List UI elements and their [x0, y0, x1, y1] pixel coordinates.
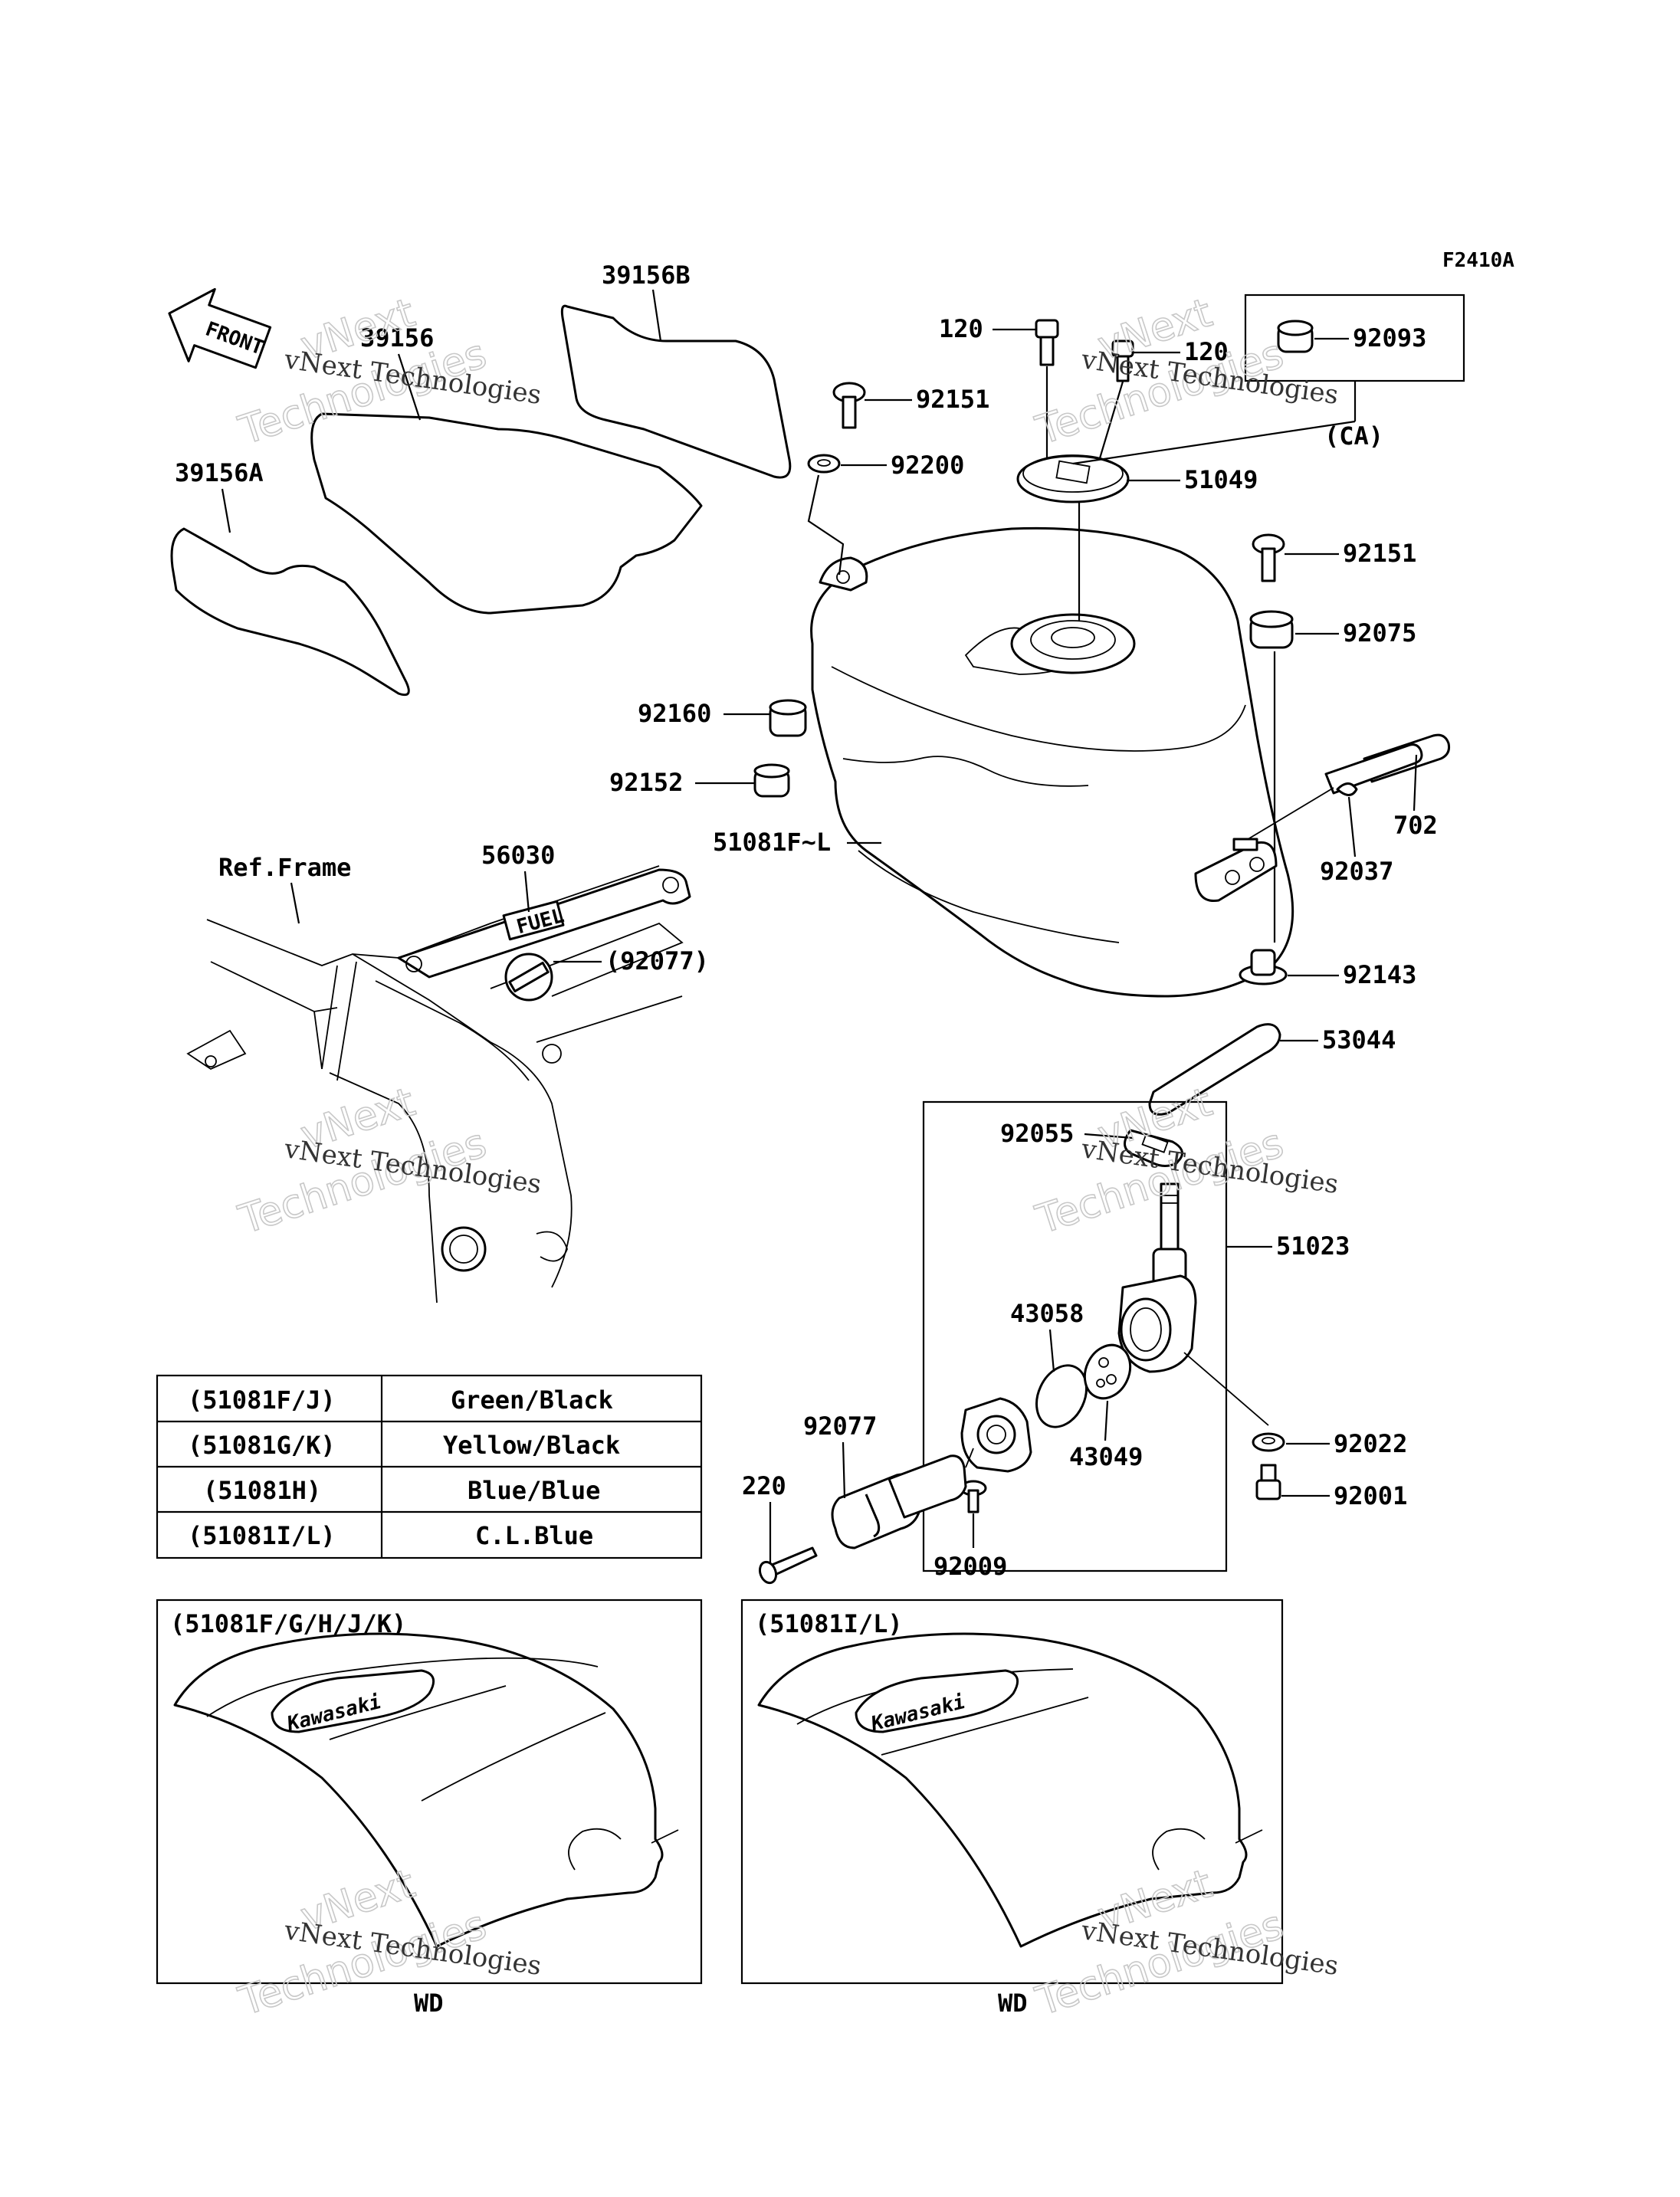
label-39156A: 39156A — [175, 458, 264, 487]
bolt-120b — [1111, 339, 1134, 382]
damper-92160 — [769, 699, 807, 737]
tank-bracket — [1194, 838, 1278, 903]
label-92037: 92037 — [1320, 857, 1393, 886]
label-53044: 53044 — [1322, 1025, 1396, 1054]
fuel-tank — [810, 526, 1294, 998]
screw-220 — [758, 1546, 818, 1585]
pad-39156A — [170, 527, 410, 697]
variant-panel-left: (51081F/G/H/J/K) Kawasaki — [156, 1599, 703, 1985]
bolt-92001 — [1255, 1464, 1281, 1500]
fuel-tap-body — [1117, 1182, 1197, 1373]
label-92009: 92009 — [934, 1552, 1007, 1581]
washer-92200 — [807, 454, 841, 474]
ref-frame-label: Ref.Frame — [218, 853, 351, 882]
table-code: (51081H) — [203, 1476, 321, 1505]
label-92152: 92152 — [609, 768, 683, 797]
label-56030: 56030 — [481, 841, 555, 870]
ca-label: (CA) — [1324, 421, 1383, 451]
label-92022: 92022 — [1334, 1429, 1407, 1458]
label-92001: 92001 — [1334, 1481, 1407, 1510]
gasket-92055 — [1124, 1129, 1183, 1167]
figure-code: F2410A — [1442, 249, 1514, 272]
bolt-120a — [1035, 319, 1059, 366]
table-code: (51081G/K) — [188, 1431, 336, 1460]
label-92077b: 92077 — [803, 1412, 877, 1441]
label-39156: 39156 — [360, 323, 434, 353]
label-51081: 51081F~L — [713, 828, 831, 857]
watermark-2: vNext Technologies vNext Technologies — [1030, 290, 1340, 455]
label-43049: 43049 — [1069, 1442, 1143, 1471]
tap-plate — [960, 1397, 1032, 1473]
table-color: Yellow/Black — [443, 1431, 620, 1460]
label-92077a: (92077) — [605, 946, 709, 976]
watermark-4: vNext Technologies vNext Technologies — [1030, 1079, 1340, 1244]
oring-43058 — [1035, 1364, 1088, 1428]
label-92143: 92143 — [1343, 960, 1416, 989]
table-color: Green/Black — [451, 1385, 613, 1415]
strap-53044 — [1148, 1023, 1281, 1116]
label-92093: 92093 — [1353, 323, 1426, 353]
watermark-3: vNext Technologies vNext Technologies — [233, 1079, 543, 1244]
collar-92152 — [753, 763, 790, 798]
decal-56030: FUEL — [502, 900, 566, 941]
grommet-92075 — [1249, 610, 1294, 649]
label-220: 220 — [742, 1471, 786, 1500]
table-code: (51081F/J) — [188, 1385, 336, 1415]
washer-92022 — [1252, 1432, 1285, 1452]
knob-92077 — [831, 1454, 967, 1549]
label-92055: 92055 — [1000, 1119, 1074, 1148]
label-43058: 43058 — [1010, 1299, 1084, 1328]
label-51023: 51023 — [1276, 1231, 1350, 1261]
collar-92143 — [1239, 949, 1288, 985]
front-arrow-icon: FRONT — [168, 287, 272, 369]
label-702: 702 — [1393, 811, 1438, 840]
bolt-92151b — [1252, 533, 1285, 582]
label-92200: 92200 — [891, 451, 964, 480]
gasket-43049 — [1083, 1343, 1132, 1400]
table-color: Blue/Blue — [468, 1476, 600, 1505]
bolt-92151a — [832, 382, 866, 429]
label-120b: 120 — [1184, 337, 1229, 366]
color-table: (51081F/J) Green/Black (51081G/K) Yellow… — [156, 1374, 703, 1559]
fuel-cap-51049 — [1016, 454, 1130, 503]
grommet-92093 — [1277, 320, 1314, 353]
pad-39156B — [560, 304, 792, 479]
label-92075: 92075 — [1343, 618, 1416, 648]
label-120a: 120 — [939, 314, 983, 343]
label-92151a: 92151 — [916, 385, 989, 414]
knob-92077-frame — [504, 953, 553, 1002]
variant-right-caption: WD — [998, 1989, 1028, 2018]
table-color: C.L.Blue — [475, 1521, 593, 1550]
label-92151b: 92151 — [1343, 539, 1416, 568]
clip-92037 — [1336, 782, 1358, 796]
table-code: (51081I/L) — [188, 1521, 336, 1550]
label-39156B: 39156B — [602, 261, 691, 290]
variant-left-caption: WD — [414, 1989, 444, 2018]
label-92160: 92160 — [638, 699, 711, 728]
pad-39156 — [310, 412, 703, 615]
label-51049: 51049 — [1184, 465, 1258, 494]
variant-right-title: (51081I/L) — [755, 1609, 903, 1638]
variant-panel-right: (51081I/L) Kawasaki — [740, 1599, 1284, 1985]
